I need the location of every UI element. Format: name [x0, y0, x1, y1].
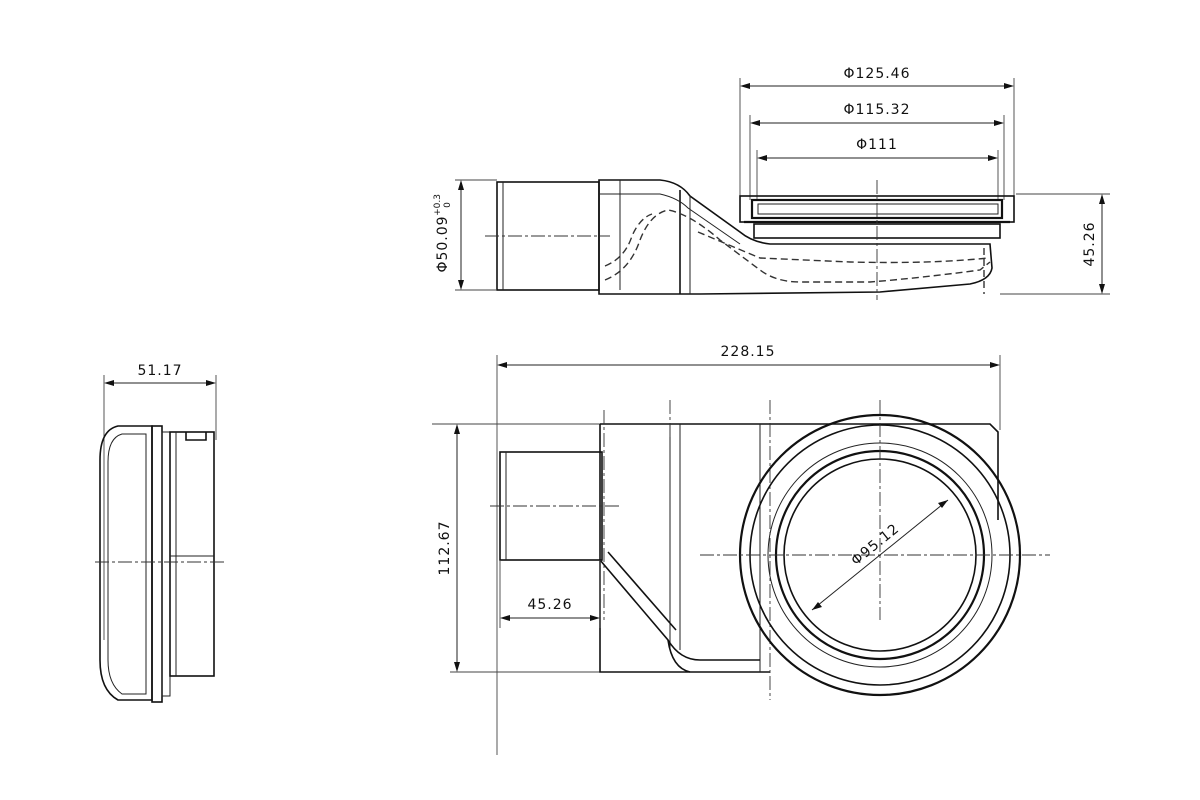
dim-width: 112.67 — [432, 423, 760, 673]
dim-side-width-label: 51.17 — [137, 363, 182, 379]
dim-outlet-length-label: 45.26 — [527, 597, 572, 613]
elevation-view: Φ125.46 Φ115.32 Φ111 — [433, 66, 1110, 300]
dim-height: 45.26 — [1000, 193, 1110, 295]
dim-length-label: 228.15 — [721, 344, 776, 360]
side-body — [95, 425, 225, 703]
plan-view: 228.15 112.67 — [432, 344, 1050, 755]
dim-mid-diameter-label: Φ115.32 — [843, 102, 910, 118]
dim-outlet-diameter: Φ50.09 +0.3 0 — [433, 179, 497, 291]
tolerance-lower: 0 — [443, 202, 453, 208]
dim-outer-diameter-label: Φ125.46 — [843, 66, 910, 82]
dim-side-width: 51.17 — [103, 363, 217, 640]
grate-flange — [739, 180, 1015, 300]
dim-inner-diameter: Φ111 — [756, 137, 999, 200]
dim-inner-diameter-label: Φ111 — [856, 137, 898, 153]
dim-height-label: 45.26 — [1082, 221, 1098, 266]
dim-outlet-length: 45.26 — [499, 560, 601, 628]
dim-outlet-diameter-label: Φ50.09 — [435, 215, 451, 272]
outlet-pipe — [485, 181, 610, 291]
dim-mid-diameter: Φ115.32 — [749, 102, 1005, 200]
dim-length: 228.15 — [496, 344, 1001, 755]
plan-body — [490, 400, 999, 700]
side-view: 51.17 — [95, 363, 225, 703]
dim-outer-diameter: Φ125.46 — [739, 66, 1015, 200]
drain-body — [598, 179, 993, 295]
tolerance-upper: +0.3 — [433, 194, 443, 216]
dim-bowl-diameter-label: Φ95.12 — [848, 521, 902, 569]
dim-width-label: 112.67 — [437, 521, 453, 576]
